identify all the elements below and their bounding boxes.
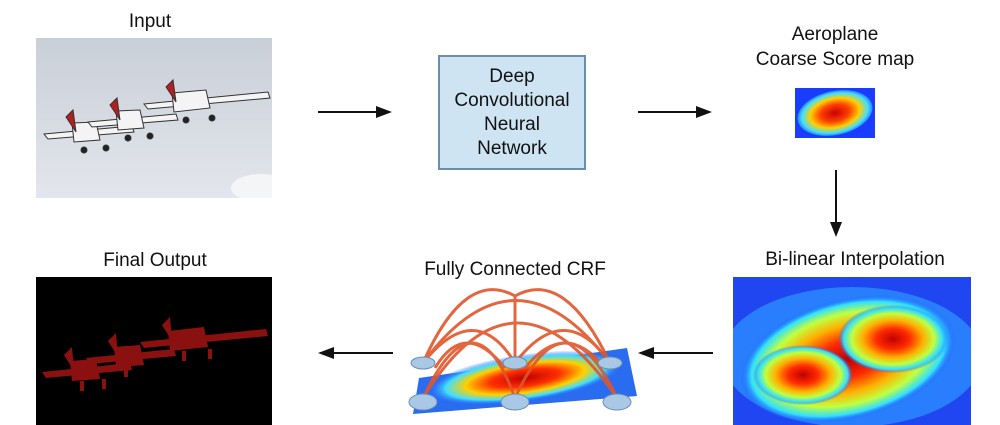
- arrow-dcnn-to-coarse: [638, 106, 712, 118]
- crf-label: Fully Connected CRF: [424, 259, 606, 280]
- arrow-input-to-dcnn: [318, 106, 392, 118]
- final-output-image: [36, 277, 272, 425]
- airplane-icon: [43, 78, 271, 154]
- input-label: Input: [128, 11, 172, 32]
- final-output-label: Final Output: [103, 250, 207, 271]
- dcnn-box: Deep Convolutional Neural Network: [438, 55, 586, 170]
- bilinear-map: [733, 277, 971, 425]
- crf-illustration: [405, 278, 637, 425]
- arrow-coarse-to-bilinear: [830, 170, 842, 237]
- arrow-bilinear-to-crf: [638, 347, 713, 359]
- dcnn-label: Deep Convolutional Neural Network: [454, 65, 570, 159]
- coarse-score-map: [795, 88, 875, 138]
- input-image: [36, 38, 272, 198]
- arrow-crf-to-output: [318, 347, 393, 359]
- segmented-airplane-icon: [42, 317, 268, 391]
- bilinear-label: Bi-linear Interpolation: [765, 249, 945, 270]
- coarse-map-label-line2: Coarse Score map: [755, 49, 915, 70]
- coarse-map-label-line1: Aeroplane: [791, 24, 879, 45]
